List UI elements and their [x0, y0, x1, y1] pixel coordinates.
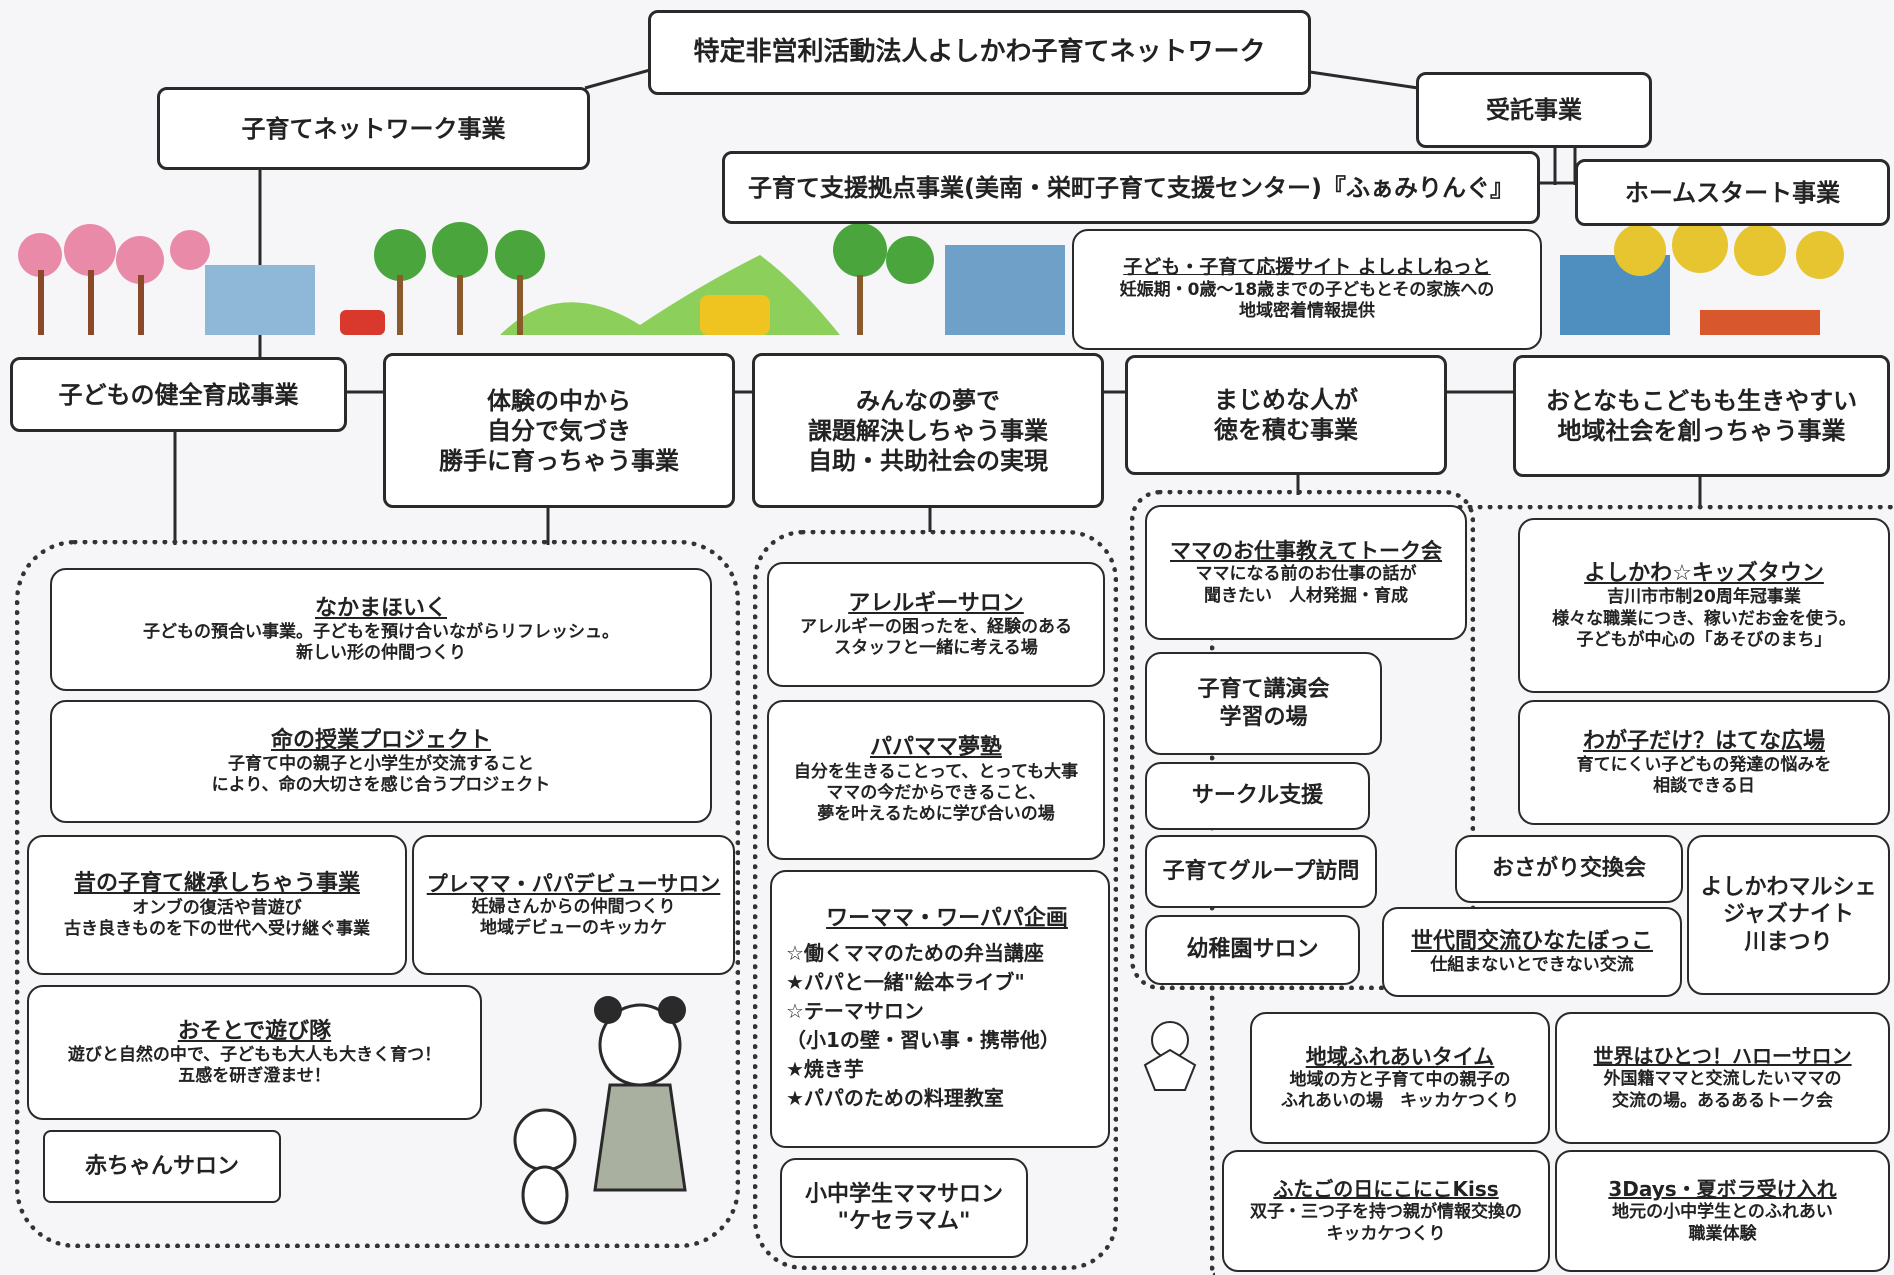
nakama-hoiku-box: なかまほいく 子どもの預合い事業。子どもを預け合いながらリフレッシュ。 新しい形… [50, 568, 712, 691]
natsubora-box: 3Days・夏ボラ受け入れ 地元の小中学生とのふれあい 職業体験 [1555, 1150, 1890, 1272]
homestart-box: ホームスタート事業 [1575, 159, 1890, 226]
network-business-box: 子育てネットワーク事業 [157, 87, 590, 170]
allergy-salon-box: アレルギーサロン アレルギーの困ったを、経験のある スタッフと一緒に考える場 [767, 562, 1105, 687]
list-item: ★焼き芋 [786, 1056, 864, 1081]
kids-town-box: よしかわ☆キッズタウン 吉川市市制20周年冠事業 様々な職業につき、稼いだお金を… [1518, 518, 1890, 693]
category-virtue: まじめな人が 徳を積む事業 [1125, 355, 1447, 475]
marche-box: よしかわマルシェ ジャズナイト 川まつり [1687, 835, 1890, 995]
group-visit-box: 子育てグループ訪問 [1145, 835, 1377, 908]
support-center-box: 子育て支援拠点事業(美南・栄町子育て支援センター)『ふぁみりんぐ』 [722, 151, 1540, 224]
network-business-label: 子育てネットワーク事業 [241, 114, 506, 143]
kosodate-kouen-box: 子育て講演会 学習の場 [1145, 652, 1382, 755]
list-item: ★パパのための料理教室 [786, 1085, 1004, 1110]
osoto-asobitai-box: おそとで遊び隊 遊びと自然の中で、子どもも大人も大きく育つ！ 五感を研ぎ澄ませ！ [27, 985, 482, 1120]
osagari-exchange-box: おさがり交換会 [1455, 835, 1683, 903]
mukashi-kosodate-box: 昔の子育て継承しちゃう事業 オンブの復活や昔遊び 古き良きものを下の世代へ受け継… [27, 835, 407, 975]
mama-work-talk-box: ママのお仕事教えてトーク会 ママになる前のお仕事の話が 聞きたい 人材発掘・育成 [1145, 505, 1467, 640]
akachan-salon-box: 赤ちゃんサロン [43, 1130, 281, 1203]
category-experience: 体験の中から 自分で気づき 勝手に育っちゃう事業 [383, 353, 735, 508]
mother-child-illustration [513, 996, 687, 1225]
group-c3 [1130, 490, 1475, 990]
contract-business-box: 受託事業 [1416, 72, 1652, 148]
chiiki-fureai-box: 地域ふれあいタイム 地域の方と子育て中の親子の ふれあいの場 キッカケつくり [1250, 1012, 1550, 1144]
list-item: ★パパと一緒"絵本ライブ" [786, 969, 1025, 994]
category-dreams: みんなの夢で 課題解決しちゃう事業 自助・共助社会の実現 [752, 353, 1104, 508]
group-mid [753, 530, 1118, 1270]
site-title: 子ども・子育て応援サイト よしよしねっと [1123, 256, 1491, 279]
category-healthy-development: 子どもの健全育成事業 [10, 357, 347, 432]
sedai-kouryu-box: 世代間交流ひなたぼっこ 仕組まないとできない交流 [1382, 907, 1682, 997]
hatena-hiroba-box: わが子だけ？はてな広場 育てにくい子どもの発達の悩みを 相談できる日 [1518, 700, 1890, 825]
chuugaku-mama-salon-box: 小中学生ママサロン "ケセラマム" [780, 1158, 1028, 1258]
papamama-yumejuku-box: パパママ夢塾 自分を生きることって、とっても大事 ママの今だからできること、 夢… [767, 700, 1105, 860]
circle-support-box: サークル支援 [1145, 762, 1370, 830]
org-name-box: 特定非営利活動法人よしかわ子育てネットワーク [648, 10, 1311, 95]
premama-salon-box: プレママ・パパデビューサロン 妊婦さんからの仲間つくり 地域デビューのキッカケ [412, 835, 735, 975]
star-character-illustration [1143, 1021, 1197, 1091]
workmama-kikaku-box: ワーママ・ワーパパ企画 ☆働くママのための弁当講座 ★パパと一緒"絵本ライブ" … [770, 870, 1110, 1148]
town-scenery-illustration [18, 217, 1844, 335]
homestart-label: ホームスタート事業 [1624, 178, 1841, 207]
inochi-project-box: 命の授業プロジェクト 子育て中の親子と小学生が交流すること により、命の大切さを… [50, 700, 712, 823]
site-box: 子ども・子育て応援サイト よしよしねっと 妊娠期・0歳～18歳までの子どもとその… [1072, 229, 1542, 350]
list-item: ☆テーマサロン [786, 998, 924, 1023]
contract-business-label: 受託事業 [1486, 96, 1582, 124]
youchien-salon-box: 幼稚園サロン [1145, 915, 1360, 985]
hello-salon-box: 世界はひとつ！ハローサロン 外国籍ママと交流したいママの 交流の場。あるあるトー… [1555, 1012, 1890, 1144]
futago-kiss-box: ふたごの日にこにこKiss 双子・三つ子を持つ親が情報交換の キッカケつくり [1222, 1150, 1550, 1272]
category-community: おとなもこどもも生きやすい 地域社会を創っちゃう事業 [1513, 355, 1890, 477]
list-item: ☆働くママのための弁当講座 [786, 940, 1044, 965]
support-center-label: 子育て支援拠点事業(美南・栄町子育て支援センター)『ふぁみりんぐ』 [748, 173, 1514, 202]
group-left [15, 540, 740, 1248]
list-item: （小1の壁・習い事・携帯他） [786, 1027, 1060, 1052]
org-name: 特定非営利活動法人よしかわ子育てネットワーク [693, 37, 1266, 68]
site-desc: 妊娠期・0歳～18歳までの子どもとその家族への 地域密着情報提供 [1119, 280, 1495, 322]
